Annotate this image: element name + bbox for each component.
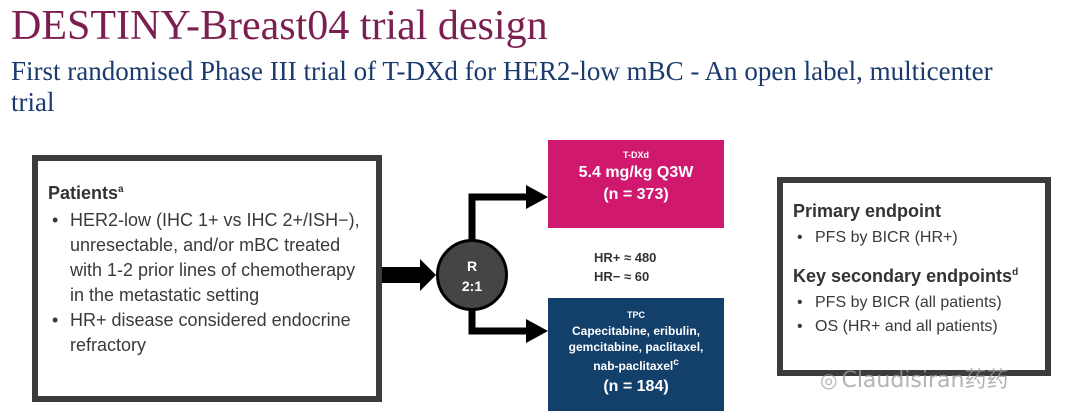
hr-counts: HR+ ≈ 480 HR− ≈ 60 xyxy=(594,248,656,286)
patients-item: HR+ disease considered endocrine refract… xyxy=(48,308,366,358)
tdxd-regimen: 5.4 mg/kg Q3W xyxy=(578,164,694,181)
page-subtitle: First randomised Phase III trial of T-DX… xyxy=(11,56,993,117)
hr-positive-count: HR+ ≈ 480 xyxy=(594,250,657,265)
tdxd-arm-label: T-DXd xyxy=(623,150,649,160)
primary-endpoint-heading: Primary endpoint xyxy=(793,201,942,221)
primary-endpoint-list: PFS by BICR (HR+) xyxy=(793,226,1035,250)
patients-box: Patientsa HER2-low (IHC 1+ vs IHC 2+/ISH… xyxy=(32,155,382,402)
tpc-arm-box: TPC Capecitabine, eribulin, gemcitabine,… xyxy=(548,298,724,411)
rand-to-tpc-arrowhead xyxy=(526,319,548,343)
patients-list: HER2-low (IHC 1+ vs IHC 2+/ISH−), unrese… xyxy=(48,208,366,358)
tpc-n: (n = 184) xyxy=(603,378,669,395)
hr-negative-count: HR− ≈ 60 xyxy=(594,269,650,284)
endpoints-box: Primary endpoint PFS by BICR (HR+) Key s… xyxy=(777,177,1051,376)
primary-endpoint-item: PFS by BICR (HR+) xyxy=(793,226,1035,250)
tpc-drugs-line: gemcitabine, paclitaxel, xyxy=(568,340,704,354)
tdxd-n: (n = 373) xyxy=(603,186,669,203)
randomization-label: R xyxy=(466,258,478,274)
patients-item: HER2-low (IHC 1+ vs IHC 2+/ISH−), unrese… xyxy=(48,208,366,308)
tpc-arm-label: TPC xyxy=(627,310,645,320)
rand-to-tdxd-arrowhead xyxy=(526,185,548,209)
secondary-endpoint-item: OS (HR+ and all patients) xyxy=(793,315,1035,339)
rand-to-tpc-connector xyxy=(468,310,528,335)
patients-to-rand-arrow xyxy=(382,259,436,291)
tpc-drugs-line: nab-paclitaxelc xyxy=(593,357,679,373)
randomization-ratio: 2:1 xyxy=(461,278,483,294)
tdxd-arm-box: T-DXd 5.4 mg/kg Q3W (n = 373) xyxy=(548,140,724,228)
watermark-text: Claudisiran药药 xyxy=(841,368,1009,393)
patients-heading: Patientsa xyxy=(48,183,124,203)
secondary-endpoint-item: PFS by BICR (all patients) xyxy=(793,291,1035,315)
tpc-drugs-line: Capecitabine, eribulin, xyxy=(571,324,701,338)
secondary-endpoints-list: PFS by BICR (all patients) OS (HR+ and a… xyxy=(793,291,1035,339)
wechat-icon: ◎ xyxy=(820,368,838,392)
rand-to-tdxd-connector xyxy=(468,193,528,240)
randomization-node: R 2:1 xyxy=(436,239,508,311)
page-title: DESTINY-Breast04 trial design xyxy=(11,3,548,49)
watermark: ◎Claudisiran药药 xyxy=(820,362,1008,394)
secondary-endpoints-heading: Key secondary endpointsd xyxy=(793,266,1019,286)
